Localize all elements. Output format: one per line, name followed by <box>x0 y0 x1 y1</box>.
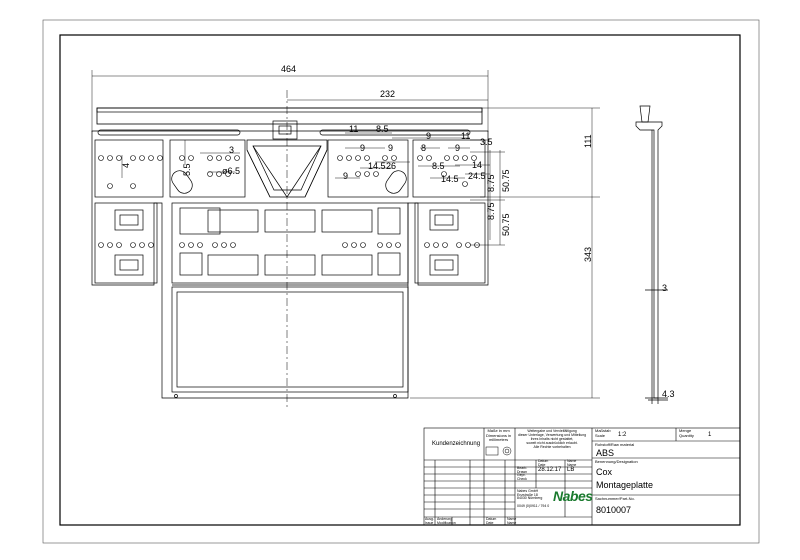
revision-modification-header: Änderung Modification <box>437 517 456 525</box>
raw-material-label: Rohstoff/Raw material <box>595 442 635 447</box>
designation-line-2: Montageplatte <box>596 480 654 490</box>
quantity-label: Menge Quantity <box>679 428 694 438</box>
drawn-label: Bearb. Drawn <box>517 466 528 474</box>
dim-9-b: 9 <box>360 143 366 153</box>
dim-26: 26 <box>386 161 397 171</box>
designation-line-1: Cox <box>596 467 613 477</box>
dim-8-75-a: 8.75 <box>486 174 496 192</box>
customer-drawing-label: Kundenzeichnung <box>432 441 481 447</box>
dim-side-thickness: 3 <box>662 283 668 293</box>
scale-value: 1:2 <box>618 432 627 438</box>
outer-border <box>42 19 760 544</box>
company-address: Nabes GmbH Enzstraße 18 84030 Nürnberg <box>517 489 543 501</box>
dim-8-5-a: 8.5 <box>376 124 389 134</box>
dim-left-3: 3 <box>229 145 235 155</box>
dim-14-5-a: 14.5 <box>368 161 386 171</box>
title-block-lines <box>423 427 741 526</box>
dim-14-5-b: 14.5 <box>441 174 459 184</box>
revision-name-header: Name Name <box>507 517 517 525</box>
front-view <box>91 107 489 399</box>
legal-note: Weitergabe und Vervielfältigung dieser U… <box>518 429 587 449</box>
projection-symbol-icon <box>485 446 512 456</box>
dim-half-width: 232 <box>380 89 396 99</box>
designation-label: Benennung/Designation <box>595 459 638 464</box>
dim-side-bottom: 4.3 <box>662 389 675 399</box>
dim-left-5-5: 5.5 <box>182 163 192 176</box>
part-number-label: Sachnummer/Part-No. <box>595 496 635 501</box>
revision-issue-header: Ausg. Issue <box>425 517 434 525</box>
dim-9-d: 9 <box>343 171 349 181</box>
inner-border <box>59 34 741 526</box>
dim-24-5: 24.5 <box>468 171 486 181</box>
dim-3-5: 3.5 <box>480 137 493 147</box>
dim-8-5-b: 8.5 <box>432 161 445 171</box>
dimension-lines <box>91 70 600 399</box>
scale-label: Maßstab Scale <box>595 428 611 438</box>
dim-9-c: 9 <box>388 143 394 153</box>
part-number-value: 8010007 <box>596 505 632 515</box>
revision-date-header: Datum Date <box>486 517 497 525</box>
date-header: Datum Date <box>538 459 549 467</box>
company-logo: Nabes <box>553 488 593 504</box>
dim-dia-6-5: ø6.5 <box>222 166 241 176</box>
dimensions-note: Maße in mm Dimensions in millimeters <box>486 428 512 442</box>
checked-label: Gepr. Check <box>517 473 527 481</box>
dim-50-75-b: 50.75 <box>501 213 511 236</box>
dim-50-75-a: 50.75 <box>501 169 511 192</box>
dim-9-e: 9 <box>455 143 461 153</box>
drawn-date: 28.12.17 <box>538 467 562 473</box>
dim-overall-width: 464 <box>281 64 297 74</box>
dim-height-upper: 111 <box>583 134 593 148</box>
dim-8: 8 <box>421 143 427 153</box>
dim-11-a: 11 <box>349 124 359 134</box>
dim-11-b: 11 <box>461 131 471 141</box>
drawn-name: LB <box>567 467 575 473</box>
raw-material-value: ABS <box>596 448 615 458</box>
name-header: Name Name <box>567 459 577 467</box>
dim-height-total: 343 <box>583 246 593 262</box>
dim-14: 14 <box>472 160 483 170</box>
company-phone: 0049 (0)0911 / 794 0 <box>517 504 550 508</box>
dim-8-75-b: 8.75 <box>486 202 496 220</box>
dim-9-a: 9 <box>426 131 432 141</box>
hole-pattern <box>98 155 480 248</box>
quantity-value: 1 <box>708 432 712 438</box>
side-view <box>635 105 668 404</box>
dim-left-4: 4 <box>121 162 131 168</box>
